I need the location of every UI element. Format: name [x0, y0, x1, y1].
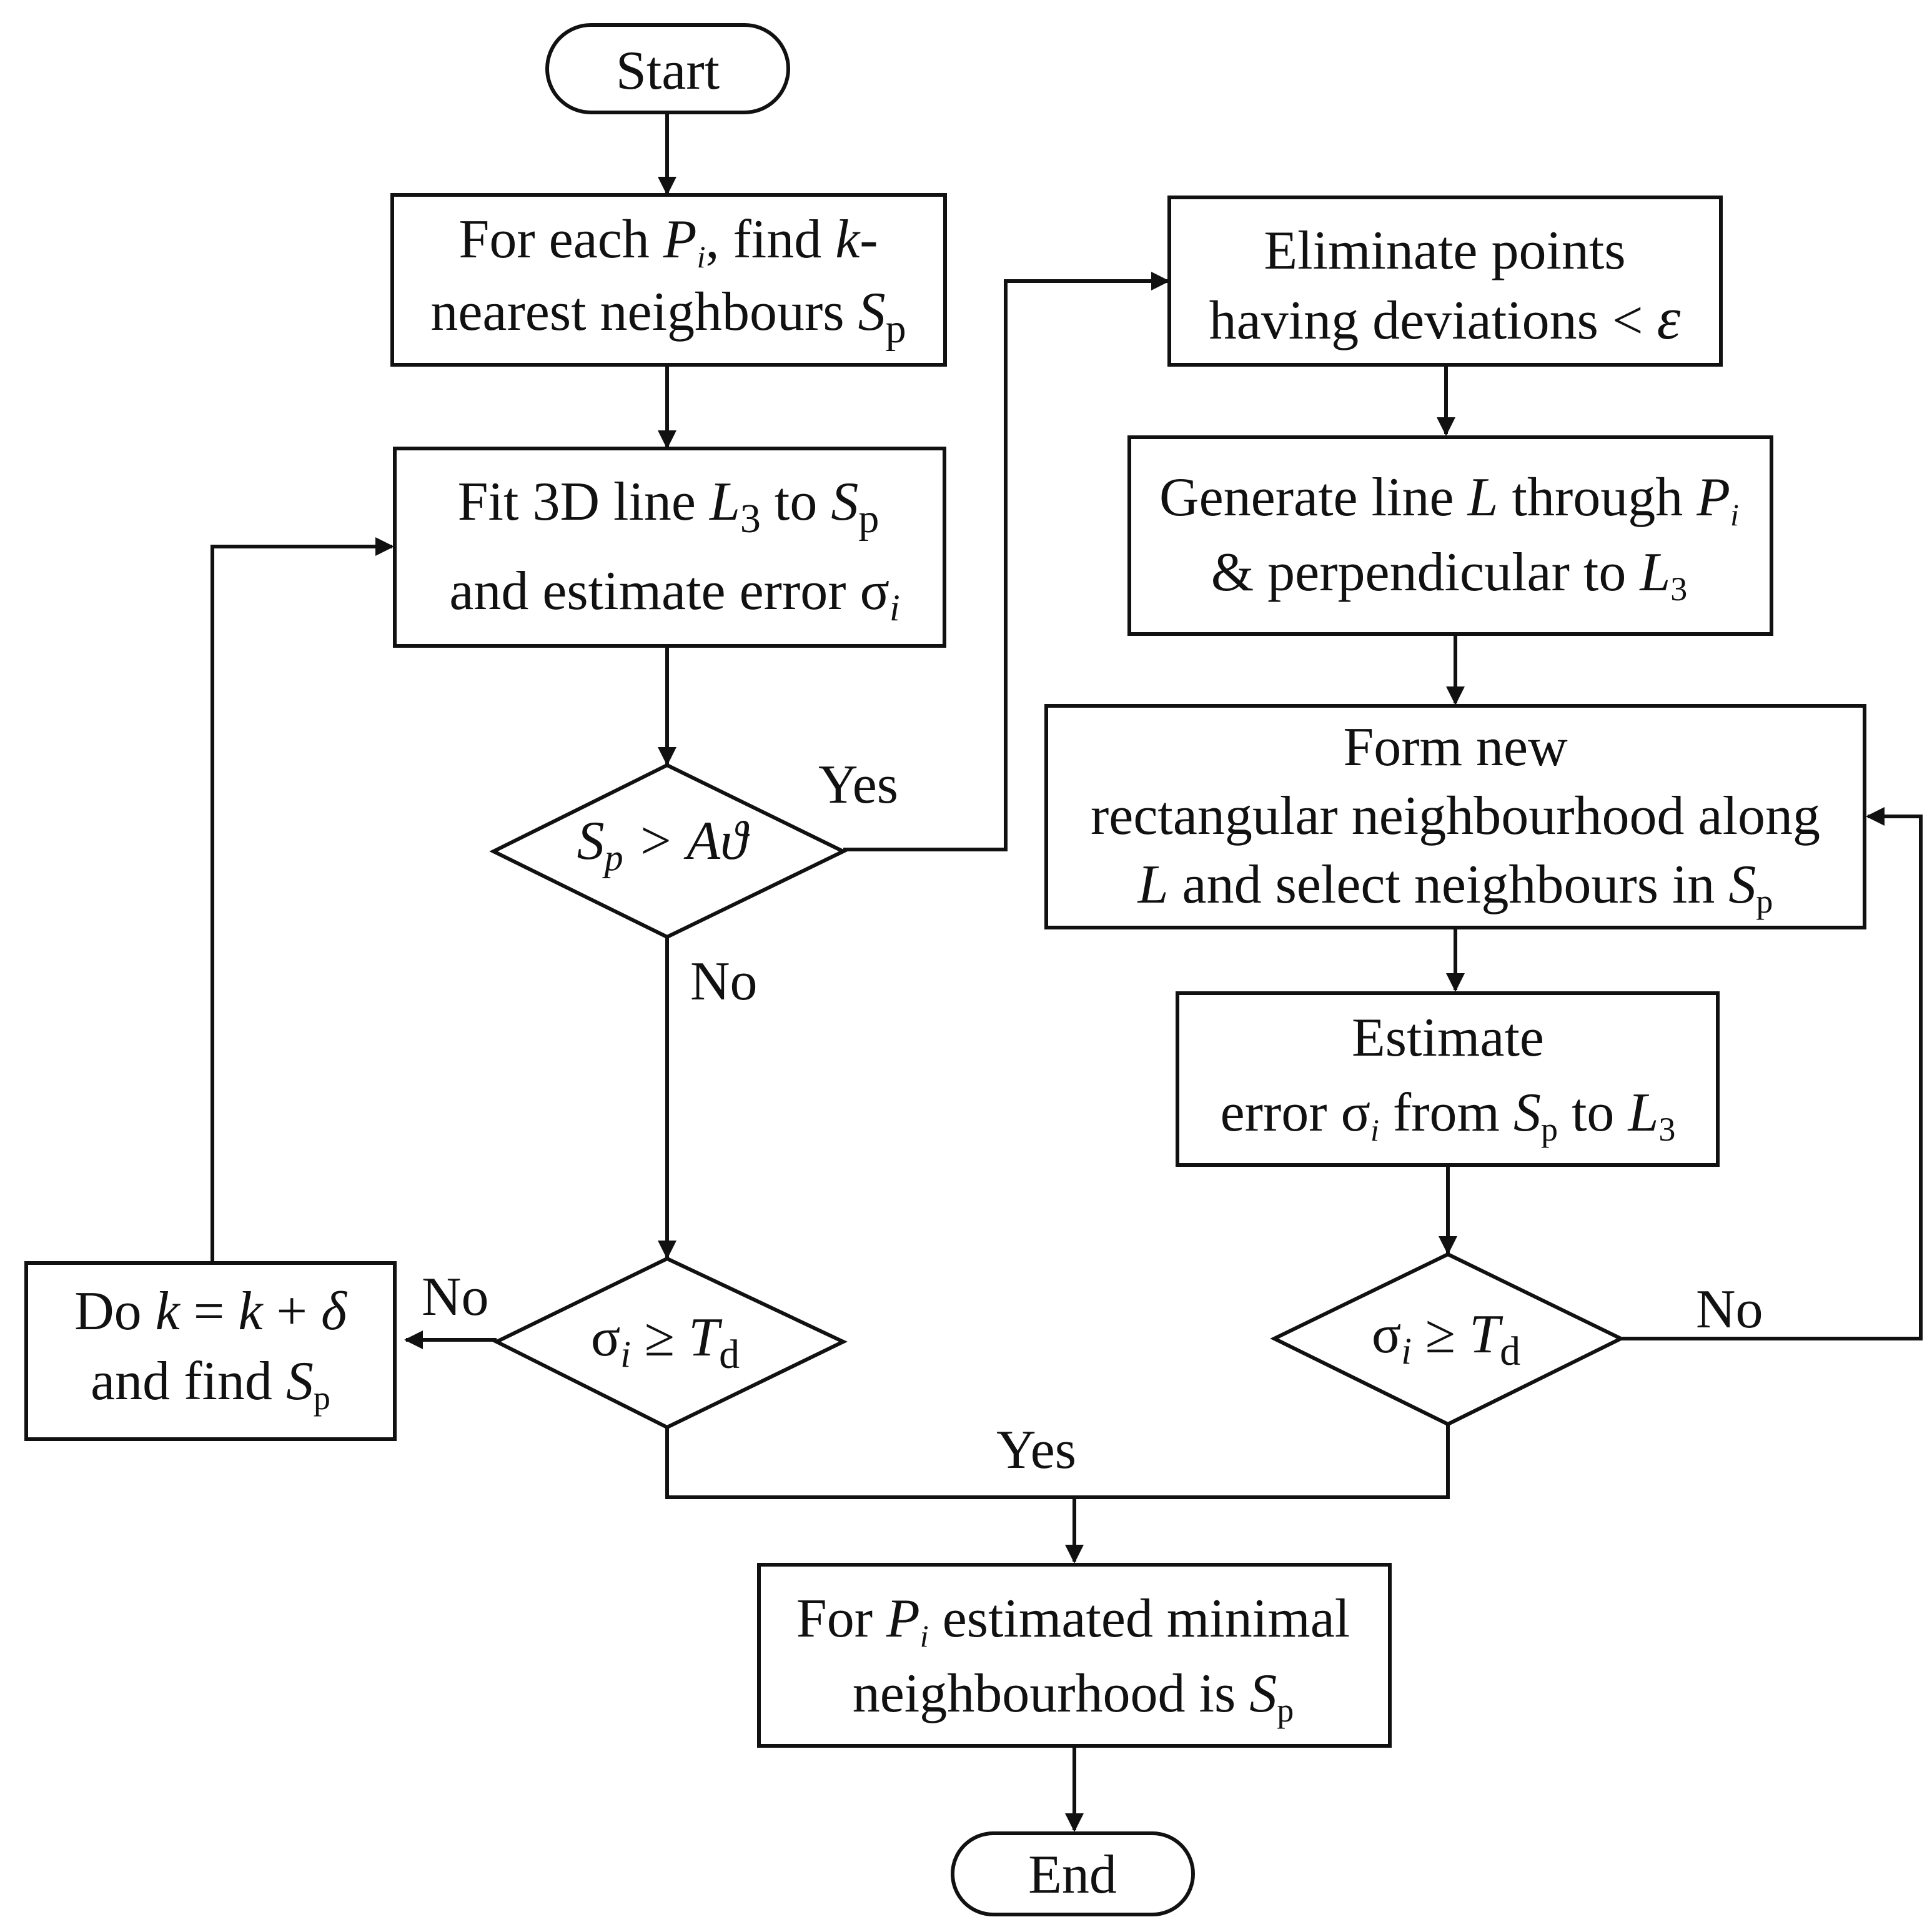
edge-decision-sp-yes-to-eliminate — [843, 272, 1170, 851]
edge-increment-k-to-fit-line — [211, 537, 394, 1262]
result-line2: neighbourhood is Sp — [853, 1663, 1294, 1729]
eliminate-line2: having deviations < ε — [1209, 285, 1681, 352]
generate-line-line2: & perpendicular to L3 — [1211, 542, 1688, 608]
decision-sigma-left-label: σi ≥ Td — [591, 1307, 740, 1377]
result-process: For Pi estimated minimal neighbourhood i… — [757, 1563, 1392, 1748]
form-neighbourhood-process: Form new rectangular neighbourhood along… — [1044, 704, 1866, 929]
form-neighbourhood-line1: Form new — [1343, 717, 1568, 778]
eliminate-line1: Eliminate points — [1264, 220, 1625, 281]
fit-line-line2: and estimate error σi — [449, 561, 899, 628]
label-sp-yes: Yes — [818, 755, 898, 815]
start-terminal: Start — [545, 23, 790, 114]
find-knn-line2: nearest neighbours Sp — [430, 282, 906, 352]
estimate-error-process: Estimate error σi from Sp to L3 — [1176, 991, 1720, 1167]
end-terminal: End — [951, 1831, 1195, 1916]
eliminate-process: Eliminate points having deviations < ε — [1167, 196, 1723, 367]
label-merge-yes: Yes — [996, 1420, 1076, 1480]
decision-sp-label: Sp > Aϑ — [577, 811, 751, 878]
generate-line-line1: Generate line L through Pi — [1159, 467, 1739, 532]
fit-line-line1: Fit 3D line L3 to Sp — [458, 472, 879, 542]
find-knn-line1: For each Pi, find k- — [458, 209, 878, 274]
find-knn-process: For each Pi, find k- nearest neighbours … — [390, 193, 947, 367]
label-right-no: No — [1696, 1279, 1763, 1340]
generate-line-process: Generate line L through Pi & perpendicul… — [1127, 435, 1773, 636]
start-label: Start — [616, 41, 720, 101]
decision-sp-threshold: Sp > Aϑ — [489, 763, 848, 939]
result-line1: For Pi estimated minimal — [796, 1588, 1350, 1653]
fit-line-process: Fit 3D line L3 to Sp and estimate error … — [393, 447, 946, 648]
decision-sigma-left: σi ≥ Td — [492, 1256, 848, 1430]
edge-labels: Yes No No No Yes — [422, 755, 1763, 1480]
increment-k-line1: Do k = k + δ — [74, 1281, 348, 1342]
edge-decision-sigma-left-yes-merge — [665, 1424, 1450, 1499]
decision-sigma-right-label: σi ≥ Td — [1372, 1304, 1520, 1374]
form-neighbourhood-line3: L and select neighbours in Sp — [1137, 855, 1773, 920]
estimate-error-line2: error σi from Sp to L3 — [1221, 1082, 1676, 1148]
estimate-error-line1: Estimate — [1352, 1008, 1544, 1068]
decision-sigma-right: σi ≥ Td — [1270, 1252, 1625, 1427]
increment-k-process: Do k = k + δ and find Sp — [24, 1261, 397, 1441]
edge-decision-sigma-right-no-to-form-neighbourhood — [1621, 807, 1923, 1340]
edges — [211, 112, 1923, 1832]
end-label: End — [1028, 1845, 1117, 1905]
label-sp-no: No — [690, 951, 758, 1012]
label-left-no: No — [422, 1267, 489, 1327]
increment-k-line2: and find Sp — [91, 1351, 330, 1417]
form-neighbourhood-line2: rectangular neighbourhood along — [1091, 786, 1820, 846]
